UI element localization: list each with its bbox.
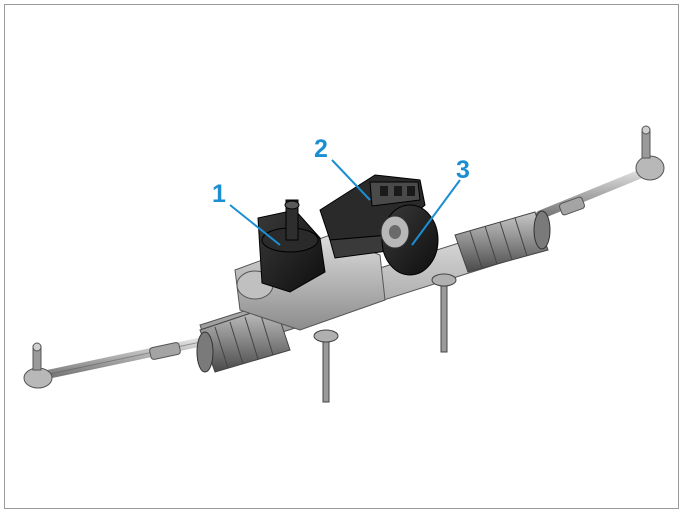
callout-1: 1 [212, 180, 226, 208]
electric-motor [380, 204, 439, 276]
torque-sensor [257, 199, 326, 293]
right-tie-rod [535, 125, 665, 220]
left-bellows-boot [196, 304, 291, 373]
callout-leaders [229, 159, 461, 246]
callout-3: 3 [456, 156, 470, 184]
mounting-studs [313, 273, 457, 403]
left-tie-rod [23, 335, 215, 389]
callout-2: 2 [314, 135, 328, 163]
right-bellows-boot [454, 210, 551, 273]
